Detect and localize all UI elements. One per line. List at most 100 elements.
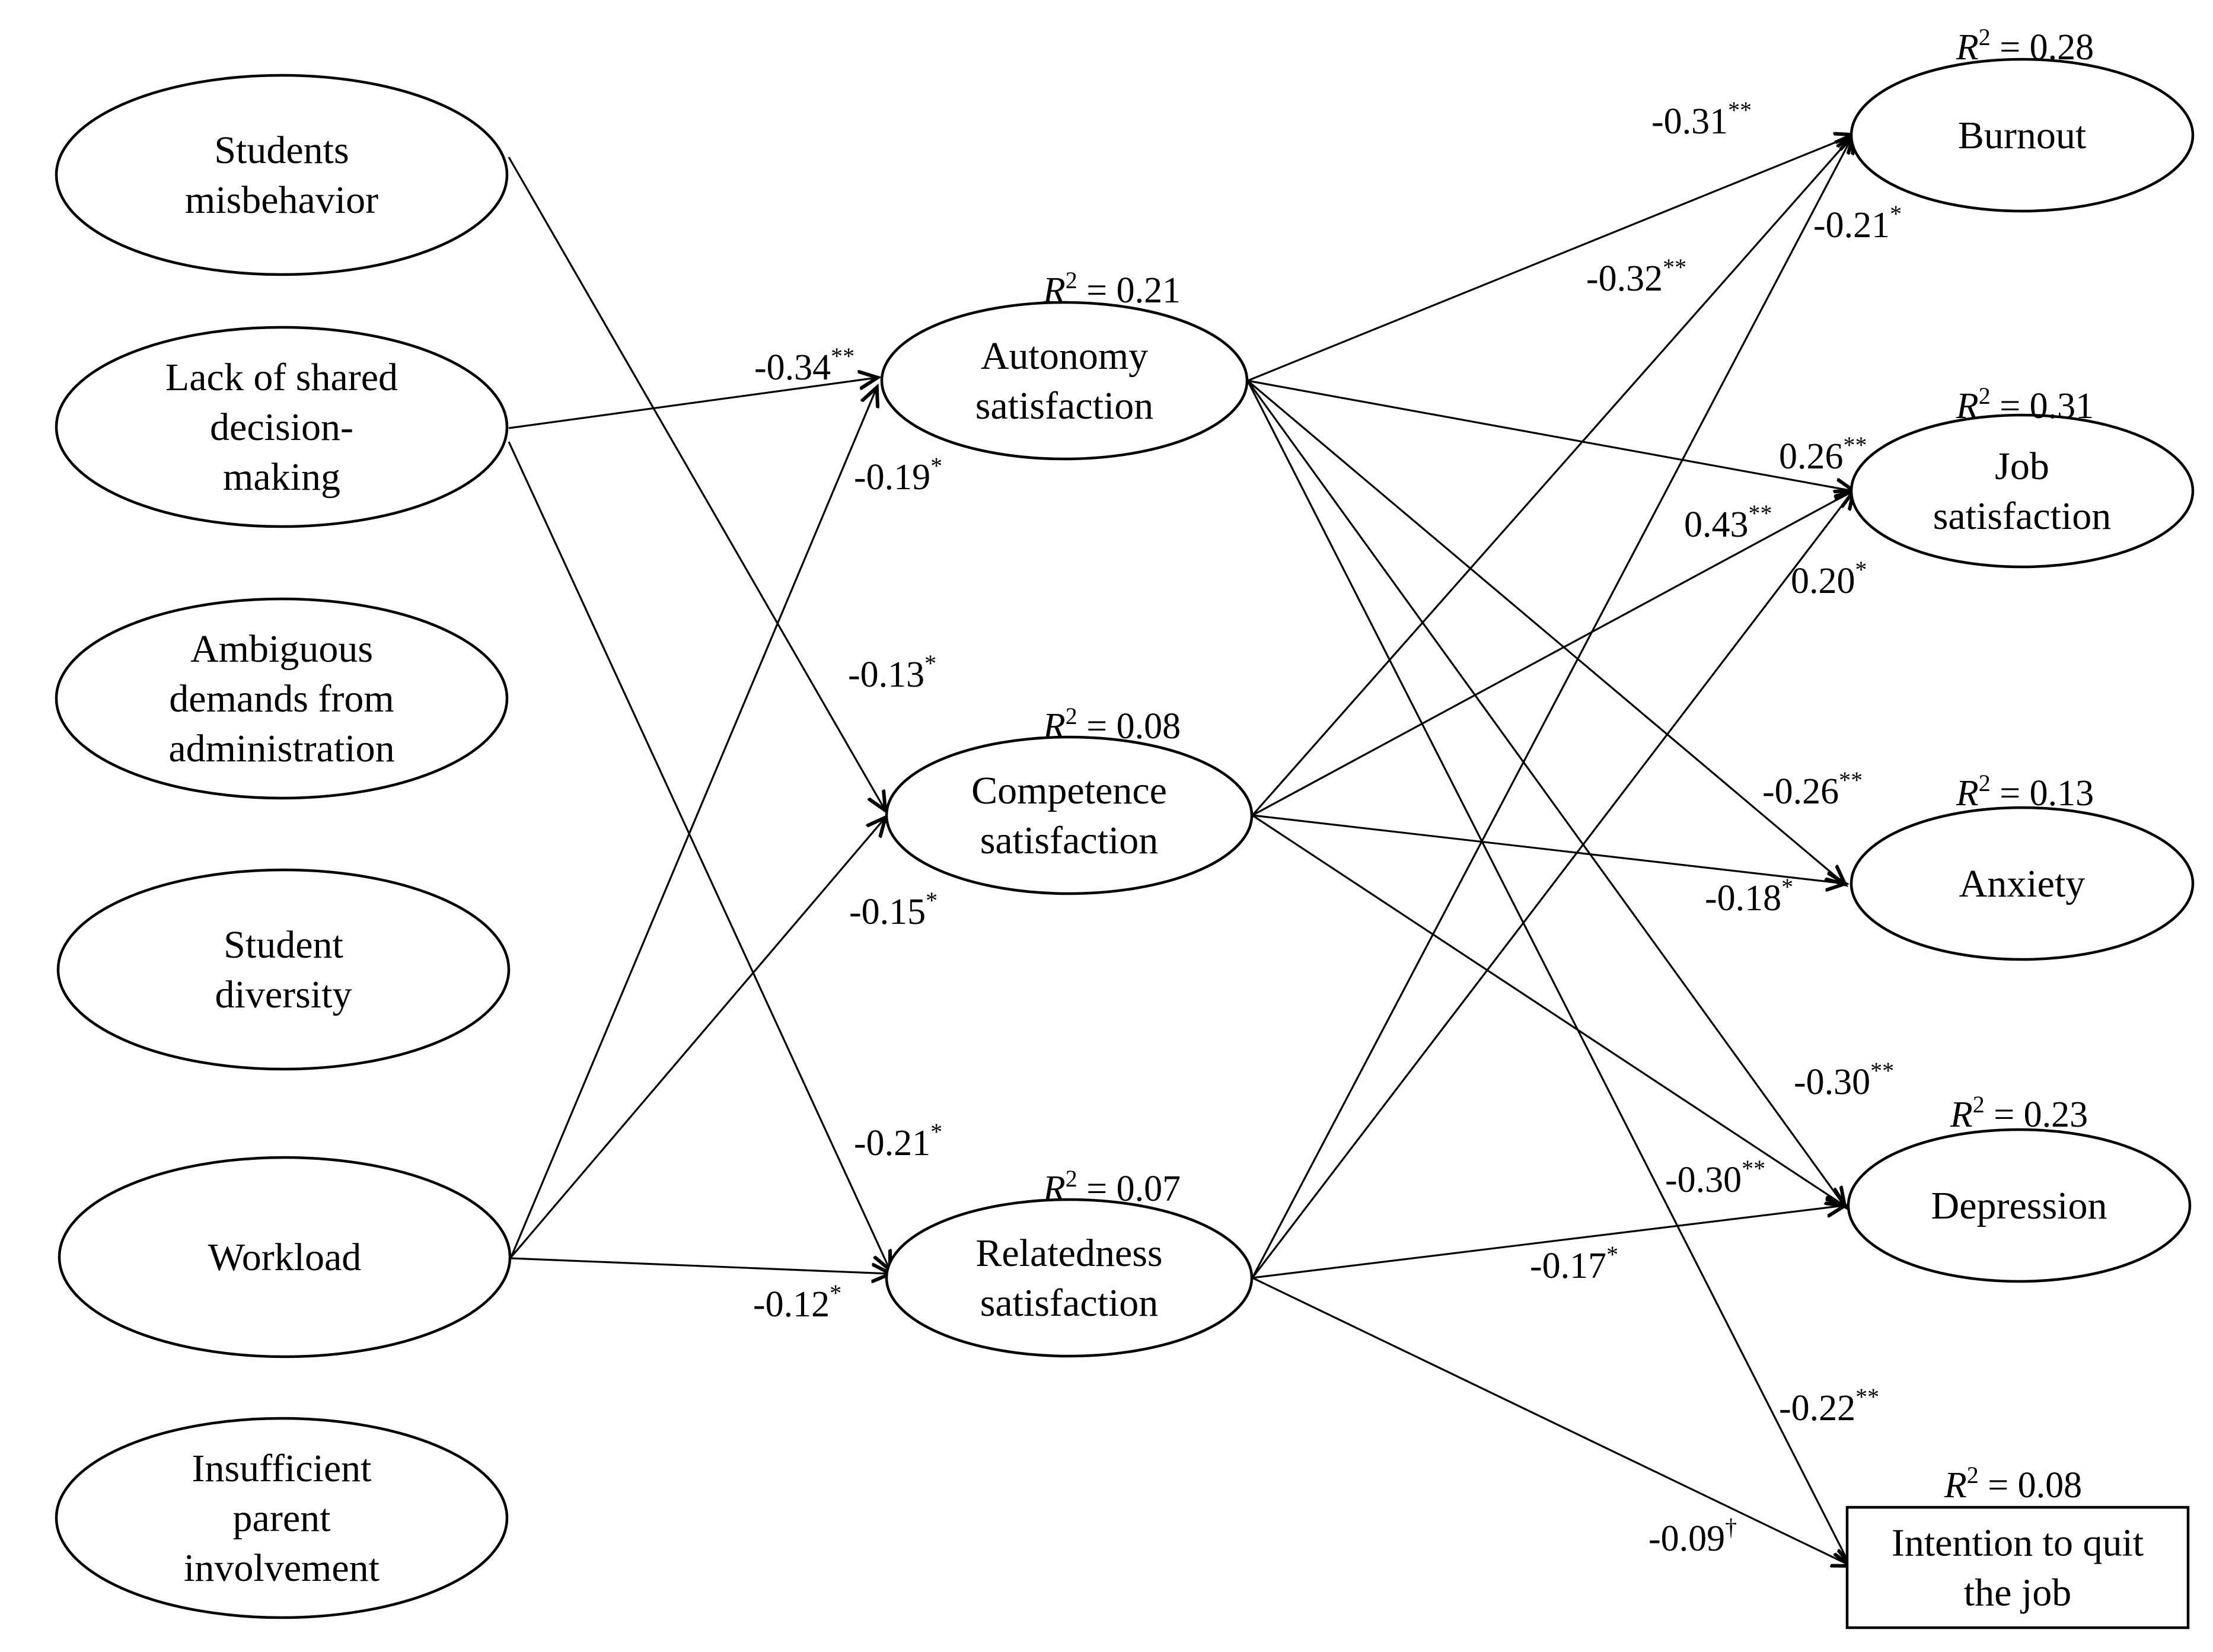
path-coefficient-workload-to-competence: -0.15* [849, 887, 938, 932]
path-coefficient-autonomy-to-anxiety: -0.26** [1762, 767, 1863, 812]
variable-label-line: satisfaction [1933, 495, 2112, 538]
path-coefficient-relatedness-to-depression: -0.17* [1530, 1241, 1618, 1286]
variable-misbehavior: Students misbehavior [55, 74, 509, 276]
r-squared-label-autonomy: R2 = 0.21 [1042, 267, 1181, 311]
path-coefficient-competence-to-anxiety: -0.18* [1705, 873, 1793, 919]
variable-label-line: Competence [971, 769, 1167, 812]
path-coefficient-autonomy-to-depression: -0.30** [1794, 1057, 1894, 1102]
latent-variable-ellipse [885, 1198, 1254, 1358]
path-coefficient-competence-to-job_sat: 0.43** [1684, 500, 1772, 545]
paths-layer [508, 135, 1853, 1565]
variable-label-line: Lack of shared [165, 356, 398, 399]
r-squared-label-quit: R2 = 0.08 [1944, 1462, 2082, 1506]
path-arrow-lack_shared-to-autonomy [508, 378, 876, 429]
variable-label-line: involvement [184, 1546, 380, 1590]
path-arrow-relatedness-to-depression [1252, 1205, 1844, 1279]
variable-depression: Depression R2 = 0.23 [1847, 1091, 2192, 1283]
variable-burnout: Burnout R2 = 0.28 [1850, 24, 2195, 213]
coefficients-layer: -0.13* -0.34** -0.21* -0.19* -0.15* -0.12* -0.… [753, 97, 1902, 1559]
observed-variable-box [1845, 1506, 2190, 1629]
variable-anxiety: Anxiety R2 = 0.13 [1850, 770, 2195, 961]
path-coefficient-competence-to-depression: -0.30** [1665, 1155, 1765, 1200]
latent-variable-ellipse [55, 74, 509, 276]
variable-label-line: misbehavior [185, 178, 378, 222]
path-arrow-autonomy-to-quit [1246, 380, 1850, 1565]
path-coefficient-autonomy-to-quit: -0.22** [1779, 1383, 1879, 1428]
variable-workload: Workload [58, 1156, 512, 1358]
path-arrow-workload-to-relatedness [511, 1257, 889, 1274]
variable-label-line: satisfaction [975, 384, 1154, 428]
variable-label-line: parent [233, 1497, 331, 1540]
r-squared-label-competence: R2 = 0.08 [1042, 703, 1181, 747]
latent-variable-ellipse [58, 1156, 512, 1358]
r-squared-label-job-sat: R2 = 0.31 [1956, 382, 2094, 426]
path-coefficient-autonomy-to-job_sat: 0.26** [1779, 432, 1867, 477]
latent-variable-ellipse [1850, 806, 2195, 961]
variable-label-line: making [223, 455, 340, 499]
variable-label-line: Workload [208, 1236, 362, 1279]
path-arrow-relatedness-to-quit [1252, 1277, 1850, 1565]
path-arrow-autonomy-to-burnout [1247, 135, 1853, 382]
latent-variable-ellipse [885, 735, 1254, 895]
latent-variable-ellipse [880, 301, 1249, 461]
latent-variable-ellipse [55, 1417, 509, 1619]
path-arrow-competence-to-anxiety [1252, 814, 1844, 884]
latent-variable-ellipse [1847, 1128, 2192, 1283]
variable-parent: Insufficient parent involvement [55, 1417, 509, 1619]
path-coefficient-relatedness-to-burnout: -0.21* [1813, 200, 1902, 245]
r-squared-label-burnout: R2 = 0.28 [1956, 24, 2094, 68]
variable-label-line: Intention to quit [1892, 1522, 2144, 1565]
variable-job-sat: Job satisfaction R2 = 0.31 [1850, 382, 2195, 569]
variable-label-line: Anxiety [1959, 862, 2086, 905]
variable-label-line: Insufficient [192, 1447, 371, 1490]
r-squared-label-anxiety: R2 = 0.13 [1956, 770, 2094, 814]
path-coefficient-competence-to-burnout: -0.32** [1586, 254, 1686, 299]
variable-quit: Intention to quit the job R2 = 0.08 [1845, 1462, 2190, 1629]
variable-label-line: satisfaction [980, 819, 1159, 862]
variable-autonomy: Autonomy satisfaction R2 = 0.21 [880, 267, 1249, 461]
path-coefficient-relatedness-to-job_sat: 0.20* [1791, 556, 1867, 601]
path-arrow-autonomy-to-anxiety [1246, 379, 1844, 884]
variable-label-line: demands from [169, 677, 394, 720]
path-coefficient-lack_shared-to-autonomy: -0.34** [754, 343, 854, 388]
variable-label-line: Burnout [1958, 114, 2086, 157]
path-arrow-autonomy-to-job_sat [1247, 379, 1853, 491]
path-coefficient-relatedness-to-quit: -0.09† [1648, 1514, 1737, 1559]
path-arrow-workload-to-autonomy [510, 388, 876, 1258]
path-arrow-relatedness-to-burnout [1251, 135, 1853, 1278]
variable-label-line: Students [214, 129, 349, 172]
variable-label-line: Autonomy [981, 334, 1148, 378]
r-squared-label-relatedness: R2 = 0.07 [1042, 1165, 1181, 1209]
latent-variable-ellipse [56, 868, 511, 1071]
latent-variable-ellipse [1850, 58, 2195, 213]
variable-competence: Competence satisfaction R2 = 0.08 [885, 703, 1254, 895]
variable-label-line: Relatedness [975, 1232, 1162, 1275]
latent-variable-ellipse [55, 326, 509, 528]
path-arrow-misbehavior-to-competence [508, 157, 885, 809]
path-coefficient-misbehavior-to-competence: -0.13* [848, 650, 936, 695]
variable-label-line: Depression [1931, 1184, 2107, 1227]
path-arrow-lack_shared-to-relatedness [508, 441, 889, 1269]
r-squared-label-depression: R2 = 0.23 [1950, 1091, 2088, 1135]
path-coefficient-workload-to-autonomy: -0.19* [854, 452, 942, 497]
path-coefficient-autonomy-to-burnout: -0.31** [1651, 97, 1752, 142]
path-coefficient-workload-to-relatedness: -0.12* [753, 1280, 841, 1325]
path-coefficient-lack_shared-to-relatedness: -0.21* [854, 1118, 942, 1163]
variable-label-line: Student [224, 923, 343, 967]
variable-label-line: Job [1995, 445, 2049, 488]
variable-lack-shared: Lack of shared decision-making [55, 326, 509, 528]
latent-variable-ellipse [1850, 413, 2195, 569]
variable-ambiguous: Ambiguous demands from administration [55, 597, 509, 800]
variable-label-line: administration [168, 727, 394, 770]
variable-label-line: decision- [210, 406, 353, 449]
variable-label-line: the job [1964, 1571, 2071, 1615]
path-arrow-competence-to-job_sat [1252, 491, 1853, 817]
path-arrow-competence-to-depression [1252, 814, 1844, 1205]
latent-variable-ellipse [55, 597, 509, 800]
path-arrow-workload-to-competence [510, 818, 885, 1258]
variable-label-line: Ambiguous [190, 627, 373, 671]
